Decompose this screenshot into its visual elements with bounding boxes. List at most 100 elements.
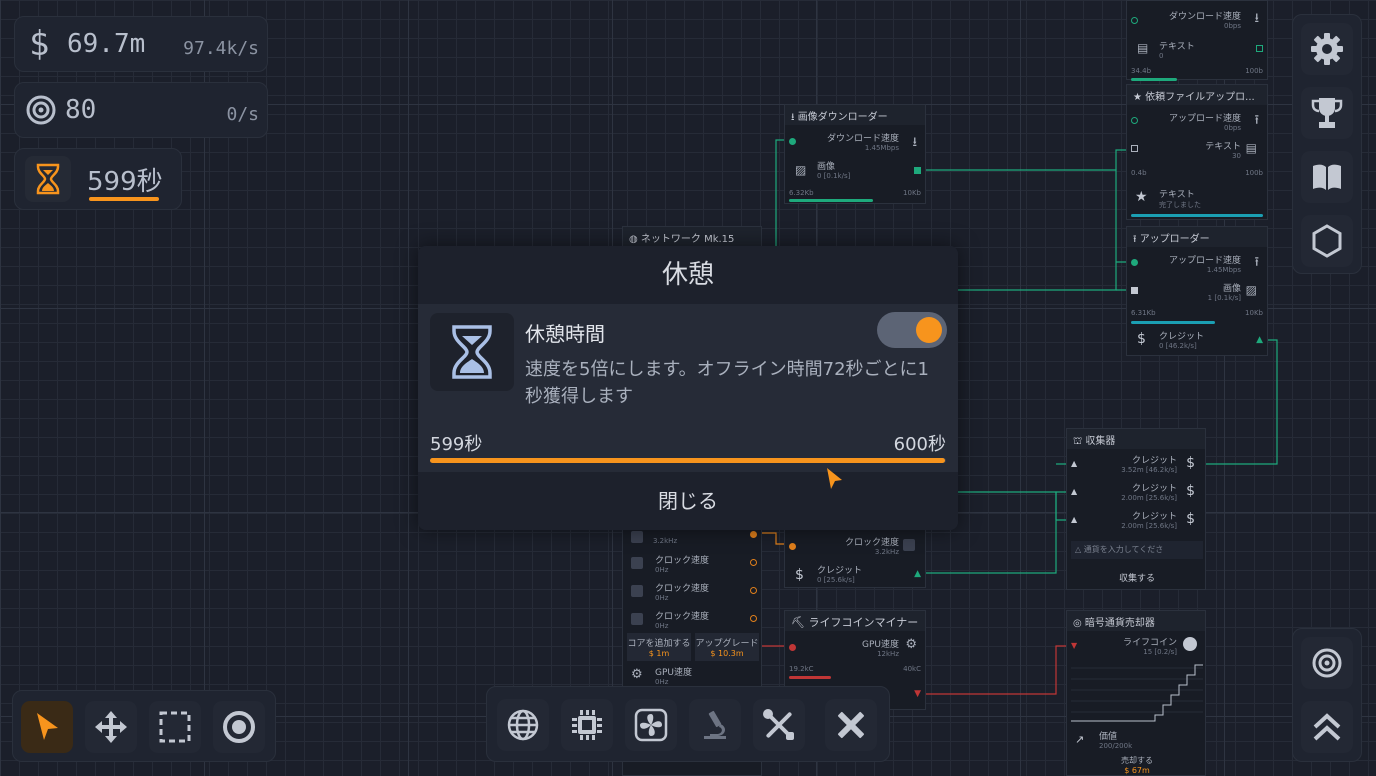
output-port[interactable] [750,531,757,538]
speed-value: 1.45Mbps [864,144,899,152]
done-value: 完了しました [1159,201,1201,209]
pointer-tool[interactable] [21,701,73,753]
modal-body: 休憩時間 速度を5倍にします。オフライン時間72秒ごとに1秒獲得します 599秒… [418,304,958,472]
bar-right: 100b [1245,67,1263,75]
money-value: 69.7m [67,29,146,59]
output-port-triangle[interactable]: ▲ [914,569,921,579]
token-panel: 80 0/s [14,82,268,138]
credit-label: クレジット [817,566,863,576]
output-port-triangle[interactable]: ▲ [1256,335,1263,345]
item-value: 1 [0.1k/s] [1207,294,1241,302]
clock-value: 3.2kHz [653,537,678,545]
trophy-icon [1311,98,1343,128]
bottom-tool-panel [486,686,890,762]
price-label: 価値 [1099,732,1118,742]
network-tool[interactable] [497,699,549,751]
node-title: ネットワーク Mk.15 [640,234,735,245]
input-port[interactable] [789,543,796,550]
research-tool[interactable] [689,699,741,751]
coin-label: ライフコイン [1122,638,1177,648]
credit-value: 2.00m [25.6k/s] [1121,494,1177,502]
move-icon [95,711,127,743]
gpu-tool[interactable] [625,699,677,751]
gpu-icon: ⚙ [631,667,643,682]
item-label: 画像 [1222,284,1241,294]
break-toggle[interactable] [877,312,947,348]
input-port-square[interactable] [1131,287,1138,294]
input-port[interactable] [1131,117,1138,124]
output-port[interactable] [1256,45,1263,52]
select-box-tool[interactable] [149,701,201,753]
token-rate: 0/s [226,103,259,125]
add-core-label: コアを追加する [627,639,691,649]
output-port[interactable] [750,615,757,622]
hourglass-icon [430,313,514,391]
input-port[interactable] [1131,17,1138,24]
book-icon [1313,164,1341,190]
collector-icon: ⛫ [1073,436,1086,447]
input-port-triangle[interactable]: ▲ [1071,487,1078,496]
break-timer-value: 599秒 [87,166,163,197]
cpu-tool[interactable] [561,699,613,751]
input-port[interactable] [789,138,796,145]
output-port[interactable] [750,587,757,594]
item-value: 0 [1159,52,1164,60]
double-chevron-up-icon [1313,713,1341,741]
output-port[interactable] [750,559,757,566]
upgrade-price: $ 10.3m [710,649,744,658]
speed-value: 3.2kHz [874,548,899,556]
speed-label: アップロード速度 [1168,114,1241,124]
output-port-triangle[interactable]: ▼ [914,689,921,699]
dollar-icon: $ [29,24,50,64]
move-tool[interactable] [85,701,137,753]
achievements-button[interactable] [1301,87,1353,139]
coin-value: 15 [0.2/s] [1143,648,1177,656]
settings-button[interactable] [1301,23,1353,75]
break-timer-bar [89,196,159,201]
output-port-square[interactable] [914,167,921,174]
sell-button[interactable]: 売却する$ 67m [1071,755,1203,776]
input-port-triangle[interactable]: ▲ [1071,459,1078,468]
file-icon: ▤ [1245,141,1257,155]
guide-button[interactable] [1301,151,1353,203]
hourglass-icon [25,156,71,202]
right-toolbar [1292,14,1362,274]
bar-right: 40kC [903,665,921,673]
currency-input[interactable]: △ 通貨を入力してくださ [1071,541,1203,559]
break-progress-track [430,458,946,463]
item-label: 画像 [817,162,836,172]
expand-up-button[interactable] [1301,701,1353,753]
pickaxe-icon: ⛏ [791,616,809,629]
design-tool[interactable] [825,699,877,751]
select-box-icon [159,711,191,743]
add-core-button[interactable]: コアを追加する$ 1m [627,633,691,661]
collect-button[interactable]: 収集する [1118,574,1155,584]
prestige-button[interactable] [1301,215,1353,267]
credit-label: クレジット [1131,456,1177,466]
gpu-icon: ⚙ [905,637,917,652]
done-label: テキスト [1159,190,1195,200]
input-port-triangle[interactable]: ▼ [1071,641,1078,650]
price-value: 200/200k [1099,742,1133,750]
input-port-square[interactable] [1131,145,1138,152]
center-view-button[interactable] [1301,637,1353,689]
bar-left: 34.4b [1131,67,1152,75]
break-timer-panel[interactable]: 599秒 [14,148,182,210]
circle-tool[interactable] [213,701,265,753]
sell-price: $ 67m [1124,766,1150,775]
input-port[interactable] [1131,259,1138,266]
progress-bar [1131,321,1215,324]
input-port-triangle[interactable]: ▲ [1071,515,1078,524]
build-tools-tool[interactable] [753,699,805,751]
upgrade-button[interactable]: アップグレード$ 10.3m [695,633,759,661]
bar-left: 6.31Kb [1131,309,1156,317]
input-port[interactable] [789,644,796,651]
close-button[interactable]: 閉じる [418,472,958,530]
